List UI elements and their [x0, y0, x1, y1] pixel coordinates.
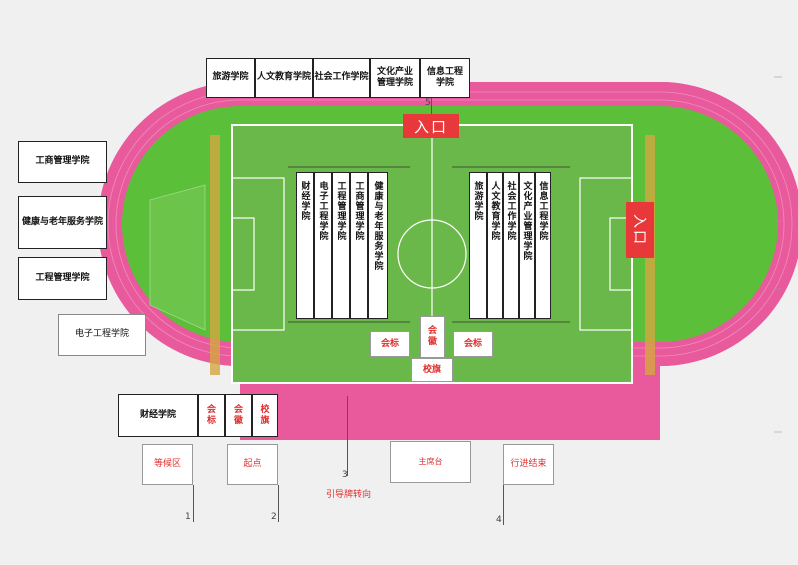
marker-4: 4: [496, 515, 502, 525]
field-column-left-2: 电子工程学院: [314, 172, 332, 319]
bottom-flag-label: 校旗: [252, 394, 278, 437]
bottom-logo-label: 会标: [198, 394, 225, 437]
field-column-right-1: 旅游学院: [469, 172, 487, 319]
field-column-left-1: 财经学院: [296, 172, 314, 319]
top-college-4: 文化产业管理学院: [370, 58, 420, 98]
marker-2: 2: [271, 512, 277, 522]
start-point: 起点: [227, 444, 278, 485]
left-college-2: 健康与老年服务学院: [18, 196, 107, 249]
left-college-1: 工商管理学院: [18, 141, 107, 183]
march-end: 行进结束: [503, 444, 554, 485]
emblem-label: 会徽: [420, 316, 445, 358]
entrance-top: 入口: [403, 114, 459, 138]
field-column-right-3: 社会工作学院: [503, 172, 519, 319]
marker-4-line: [503, 485, 504, 525]
school-flag-label: 校旗: [411, 358, 453, 382]
waiting-area: 等候区: [142, 444, 193, 485]
marker-3-line: [347, 396, 348, 476]
top-college-1: 旅游学院: [206, 58, 255, 98]
guide-turn-label: 引导牌转向: [326, 490, 372, 500]
logo-right-label: 会标: [453, 331, 493, 357]
logo-left-label: 会标: [370, 331, 410, 357]
top-college-3: 社会工作学院: [313, 58, 370, 98]
field-column-right-4: 文化产业管理学院: [519, 172, 535, 319]
entrance-right-label: 入口: [631, 214, 647, 246]
field-column-left-4: 工商管理学院: [350, 172, 368, 319]
main-stand: 主席台: [390, 441, 471, 483]
marker-1: 1: [185, 512, 191, 522]
field-column-right-2: 人文教育学院: [487, 172, 503, 319]
field-column-left-3: 工程管理学院: [332, 172, 350, 319]
marker-3: 3: [342, 470, 348, 480]
marker-5-line: [431, 98, 432, 114]
marker-1-line: [193, 485, 194, 522]
top-college-5: 信息工程学院: [420, 58, 470, 98]
field-column-left-5: 健康与老年服务学院: [368, 172, 388, 319]
marker-2-line: [278, 485, 279, 522]
marker-5: 5: [425, 98, 431, 108]
left-college-4: 电子工程学院: [58, 314, 146, 356]
bottom-emblem-label: 会徽: [225, 394, 252, 437]
top-college-2: 人文教育学院: [255, 58, 313, 98]
entrance-right: 入口: [626, 202, 654, 258]
left-college-3: 工程管理学院: [18, 257, 107, 300]
bottom-college: 财经学院: [118, 394, 198, 437]
field-column-right-5: 信息工程学院: [535, 172, 551, 319]
